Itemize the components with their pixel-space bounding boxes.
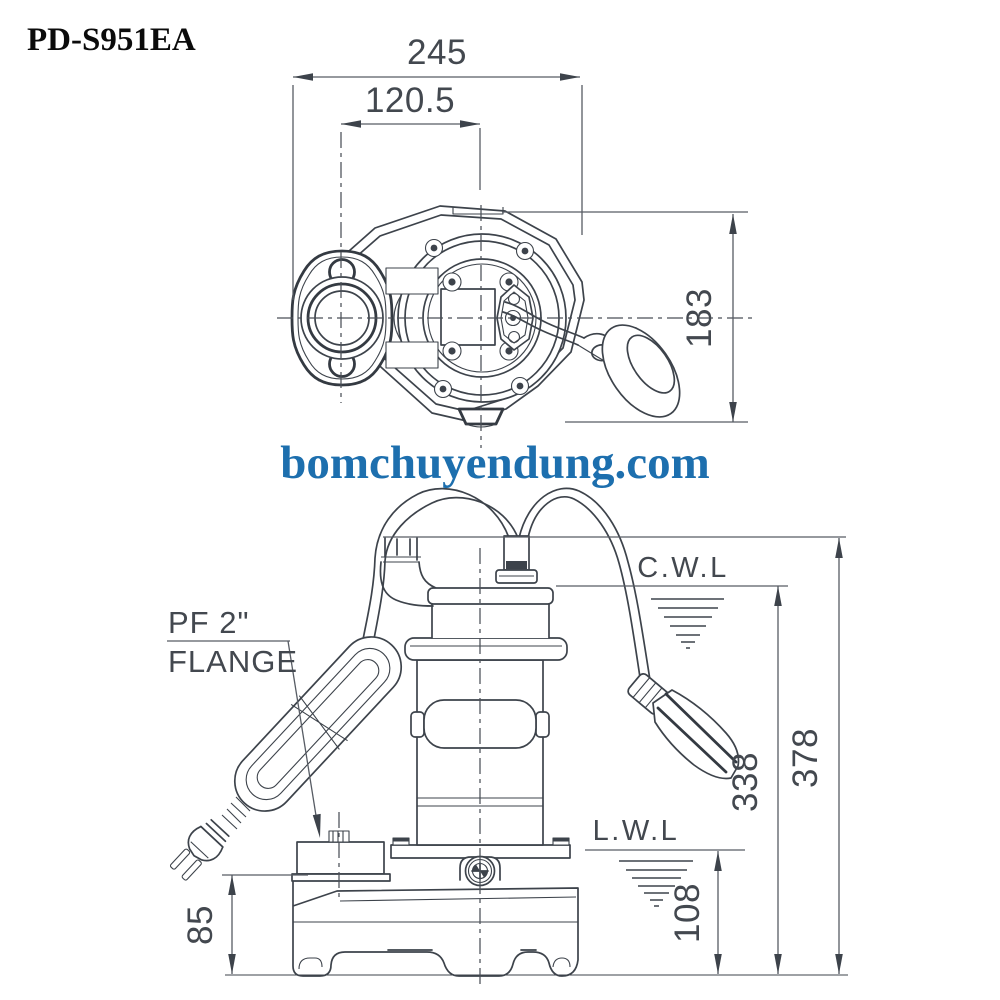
cable-entry-cap [495,535,538,584]
power-plug [169,796,251,881]
plug-pin [181,859,202,881]
dim-cwl-height: 338 [726,752,765,812]
dimension-overall-height: 378 [786,538,843,974]
lwl-hatch [619,860,693,907]
dimension-base-height: 85 [181,875,236,974]
top-view: 245 120.5 183 [277,33,752,448]
discharge-elbow [379,537,437,607]
dim-port-to-center: 120.5 [365,81,455,120]
dim-base-height: 85 [181,905,220,945]
float-switch-side [627,673,740,780]
power-cable [361,487,651,685]
pump-base [291,830,579,977]
flange-bracket [385,267,439,369]
dim-overall-height: 378 [786,728,825,788]
page-title: PD-S951EA [27,22,196,58]
dimension-lwl-height: 108 [668,851,722,974]
dimension-overall-width: 245 [292,33,583,300]
reference-lines [222,536,848,976]
dim-overall-width: 245 [407,33,467,72]
top-view-centerlines [277,132,752,448]
cwl-hatch [651,598,724,649]
flange-callout: PF 2" FLANGE [167,605,321,838]
dimension-port-to-center: 120.5 [341,81,481,190]
cwl-label: C.W.L [637,552,728,584]
side-view-centerlines [338,548,481,988]
float-switch-top [601,324,681,418]
flange-size-label: PF 2" [168,605,249,640]
dimension-overall-depth: 183 [502,211,748,423]
watermark: bomchuyendung.com [280,437,710,489]
pump-body [379,537,568,846]
dim-lwl-height: 108 [668,883,707,943]
lwl-label: L.W.L [593,815,680,847]
side-view: PF 2" FLANGE C.W.L L.W.L 378 338 [167,487,848,988]
plug-pin [169,848,191,870]
pf2-flange-box [291,830,391,882]
dim-overall-depth: 183 [680,288,719,348]
flange-label: FLANGE [168,644,298,679]
cable-coil [233,636,403,812]
dimension-cwl-height: 338 [726,586,782,974]
